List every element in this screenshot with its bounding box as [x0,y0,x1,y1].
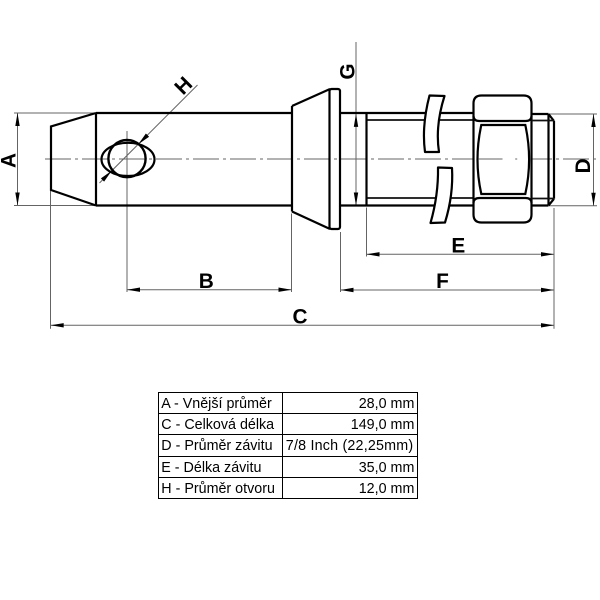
svg-text:G: G [337,63,360,79]
svg-text:A: A [0,153,21,168]
svg-text:F: F [436,270,449,293]
svg-text:D: D [572,158,595,173]
svg-text:B: B [199,270,214,293]
svg-text:C: C [292,305,307,328]
svg-text:E: E [451,234,465,257]
svg-text:H: H [170,73,197,100]
